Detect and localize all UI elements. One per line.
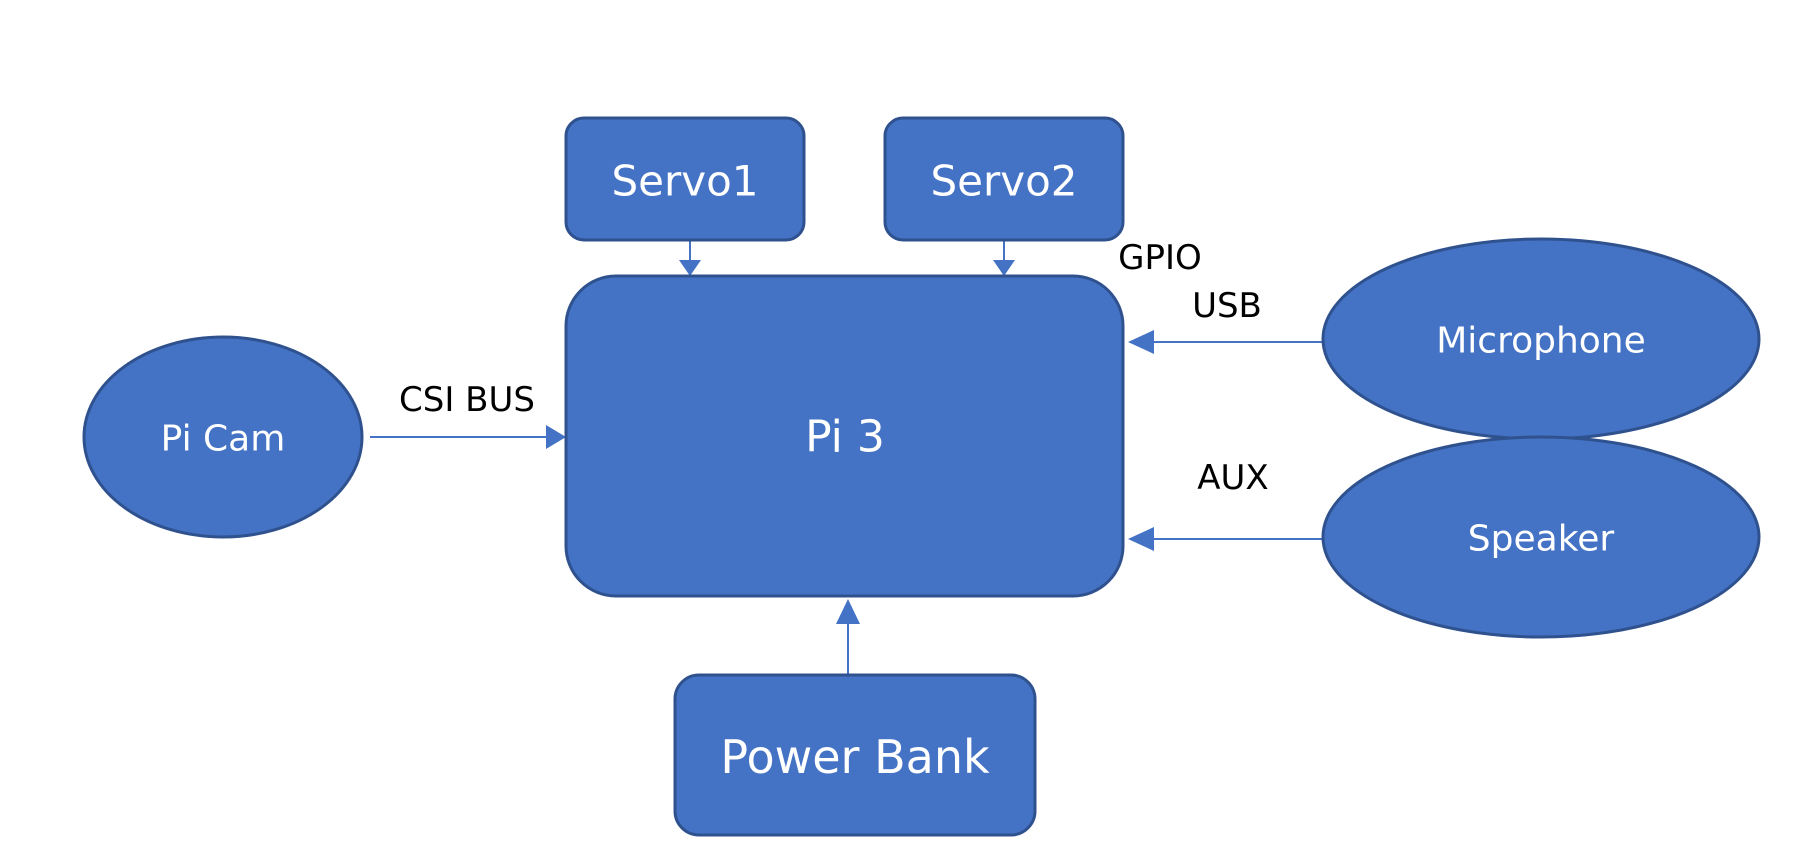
speaker-ellipse — [1321, 435, 1761, 639]
servo1-label: Servo1 — [611, 157, 758, 206]
usb-label: USB — [1192, 286, 1262, 326]
microphone-label: Microphone — [1436, 321, 1646, 362]
gpio-label: GPIO — [1118, 238, 1202, 278]
speaker-label: Speaker — [1468, 519, 1615, 560]
node-servo2: Servo2 — [883, 116, 1125, 242]
node-power-bank: Power Bank — [673, 673, 1037, 837]
servo2-label: Servo2 — [930, 157, 1077, 206]
arrowhead-speaker — [1128, 527, 1154, 551]
node-servo1: Servo1 — [564, 116, 806, 242]
arrowhead-servo1 — [679, 260, 701, 276]
node-pi3: Pi 3 — [564, 274, 1125, 598]
pi-cam-label: Pi Cam — [161, 419, 286, 460]
edges — [370, 241, 1325, 675]
pi-cam-ellipse — [82, 335, 364, 539]
node-speaker: Speaker — [1321, 435, 1761, 639]
node-microphone: Microphone — [1321, 237, 1761, 441]
power-bank-box — [673, 673, 1037, 837]
arrowhead-powerbank — [836, 599, 860, 624]
pi3-label: Pi 3 — [805, 412, 885, 463]
servo2-box — [883, 116, 1125, 242]
arrowhead-microphone — [1128, 330, 1154, 354]
arrowhead-picam — [546, 425, 566, 449]
aux-label: AUX — [1197, 458, 1268, 498]
node-pi-cam: Pi Cam — [82, 335, 364, 539]
power-bank-label: Power Bank — [720, 730, 990, 784]
servo1-box — [564, 116, 806, 242]
csi-bus-label: CSI BUS — [399, 380, 535, 420]
pi3-box — [564, 274, 1125, 598]
arrowhead-servo2 — [993, 260, 1015, 276]
